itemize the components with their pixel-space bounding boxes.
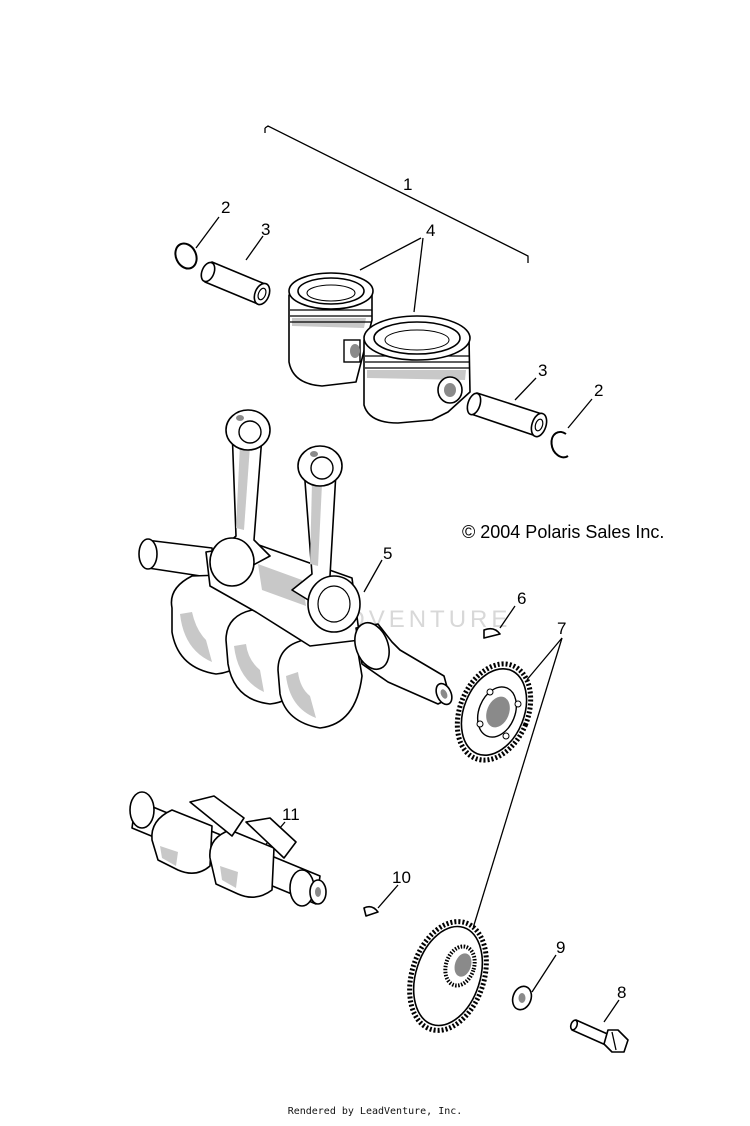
wrist-pin-left <box>200 261 271 306</box>
callout-10: 10 <box>392 868 411 887</box>
callout-4: 4 <box>426 221 435 240</box>
callout-2-right: 2 <box>594 381 603 400</box>
assembly-bracket <box>264 125 529 263</box>
callout-6: 6 <box>517 589 526 608</box>
callout-7: 7 <box>557 619 566 638</box>
washer <box>511 985 533 1011</box>
balance-shaft <box>129 791 327 907</box>
bolt <box>569 1019 629 1053</box>
crankshaft <box>138 409 453 729</box>
callout-5: 5 <box>383 544 392 563</box>
balance-gear <box>407 919 489 1033</box>
callout-9: 9 <box>556 938 565 957</box>
piston-2 <box>363 315 471 424</box>
callout-8: 8 <box>617 983 626 1002</box>
wrist-pin-right <box>466 392 548 438</box>
piston-1 <box>288 272 374 387</box>
snap-ring-left <box>174 242 198 270</box>
callout-3-right: 3 <box>538 361 547 380</box>
woodruff-key-6 <box>483 627 501 639</box>
callouts: 1 2 2 3 3 4 5 6 7 8 9 10 11 <box>221 175 626 1002</box>
snap-ring-right <box>550 430 569 459</box>
callout-1: 1 <box>403 175 412 194</box>
copyright-notice: © 2004 Polaris Sales Inc. <box>462 522 665 542</box>
callout-11: 11 <box>282 805 300 824</box>
crank-gear <box>454 661 534 763</box>
render-credit: Rendered by LeadVenture, Inc. <box>287 1106 463 1117</box>
callout-3-left: 3 <box>261 220 270 239</box>
woodruff-key-10 <box>363 905 379 917</box>
callout-2-left: 2 <box>221 198 230 217</box>
